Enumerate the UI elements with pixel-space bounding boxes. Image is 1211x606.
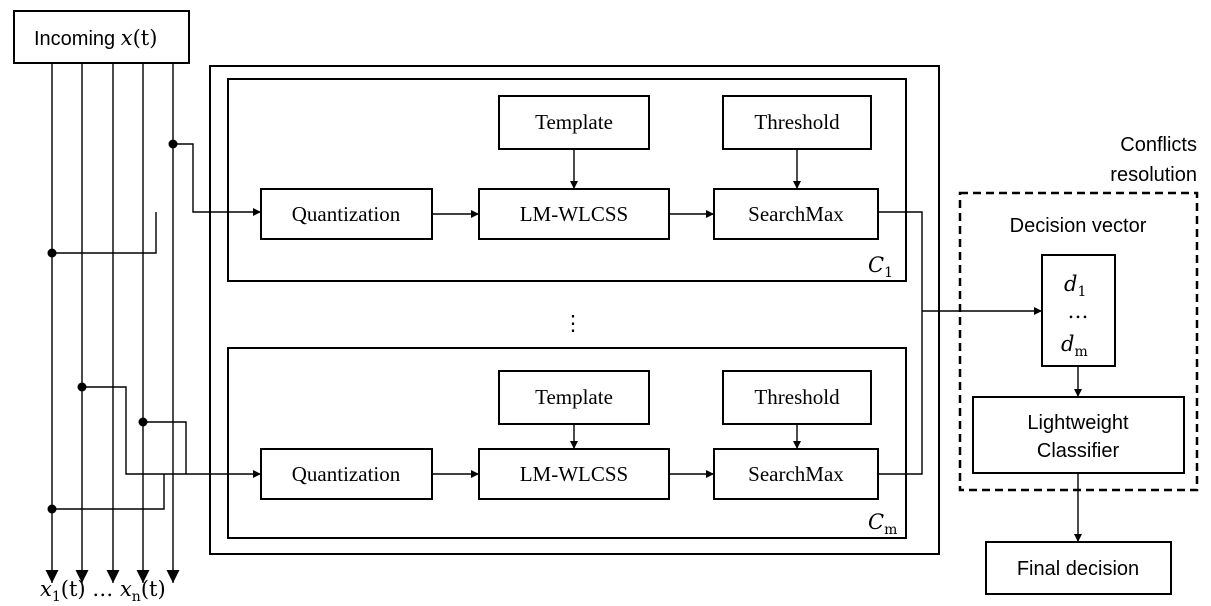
threshold-label-c1: Threshold: [754, 110, 840, 134]
lightweight-classifier-line2: Classifier: [1037, 440, 1120, 462]
decision-vector-ellipsis: …: [1068, 299, 1089, 323]
lmwlcss-label-cm: LM-WLCSS: [520, 462, 629, 486]
classifier-c1: Template Threshold Quantization LM-WLCSS…: [227, 78, 907, 282]
final-decision-label: Final decision: [1017, 558, 1139, 580]
lmwlcss-box-cm: [478, 448, 670, 500]
classifier-cm-frame: [227, 347, 907, 539]
template-box-cm: [498, 370, 650, 425]
incoming-label: Incoming: [34, 28, 121, 50]
incoming-signal-arg: (t): [133, 26, 158, 50]
classifier-c1-frame: [227, 78, 907, 282]
conflicts-title-line2: resolution: [1110, 164, 1197, 186]
classifier-cm-label: Cm: [868, 510, 897, 538]
lightweight-classifier-line1: Lightweight: [1027, 412, 1129, 434]
conflicts-title-line1: Conflicts: [1120, 134, 1197, 156]
classifier-cm: Template Threshold Quantization LM-WLCSS…: [227, 347, 907, 539]
lightweight-classifier-box: [972, 396, 1185, 474]
c1-input-wires: [47, 139, 261, 258]
decision-wires: [878, 211, 1042, 475]
template-box-c1: [498, 95, 650, 150]
quantization-box-c1: [260, 188, 433, 240]
searchmax-box-c1: [713, 188, 879, 240]
vertical-ellipsis: ⋮: [563, 311, 584, 335]
decision-vector-title: Decision vector: [1010, 215, 1147, 237]
classifier-c1-label: C1: [868, 253, 893, 281]
incoming-signal-var: x: [121, 26, 133, 50]
decision-vector-d1: d1: [1064, 272, 1086, 300]
quantization-box-cm: [260, 448, 433, 500]
template-label-cm: Template: [535, 385, 613, 409]
signal-bus: [45, 63, 180, 583]
cm-input-wires: [47, 382, 261, 514]
decision-vector-box: [1041, 254, 1116, 367]
threshold-box-cm: [722, 370, 872, 425]
quantization-label-c1: Quantization: [292, 202, 401, 226]
svg-text:Incoming x(t): Incoming x(t): [34, 26, 157, 50]
threshold-label-cm: Threshold: [754, 385, 840, 409]
incoming-signal-box: Incoming x(t): [13, 10, 190, 64]
searchmax-box-cm: [713, 448, 879, 500]
quantization-label-cm: Quantization: [292, 462, 401, 486]
lmwlcss-label-c1: LM-WLCSS: [520, 202, 629, 226]
template-label-c1: Template: [535, 110, 613, 134]
outputs-label: x1(t) … xn(t): [40, 577, 166, 605]
decision-vector-dm: dm: [1061, 332, 1088, 360]
threshold-box-c1: [722, 95, 872, 150]
searchmax-label-cm: SearchMax: [748, 462, 844, 486]
final-decision-box: [985, 541, 1172, 595]
classifiers-frame: [209, 65, 940, 555]
searchmax-label-c1: SearchMax: [748, 202, 844, 226]
